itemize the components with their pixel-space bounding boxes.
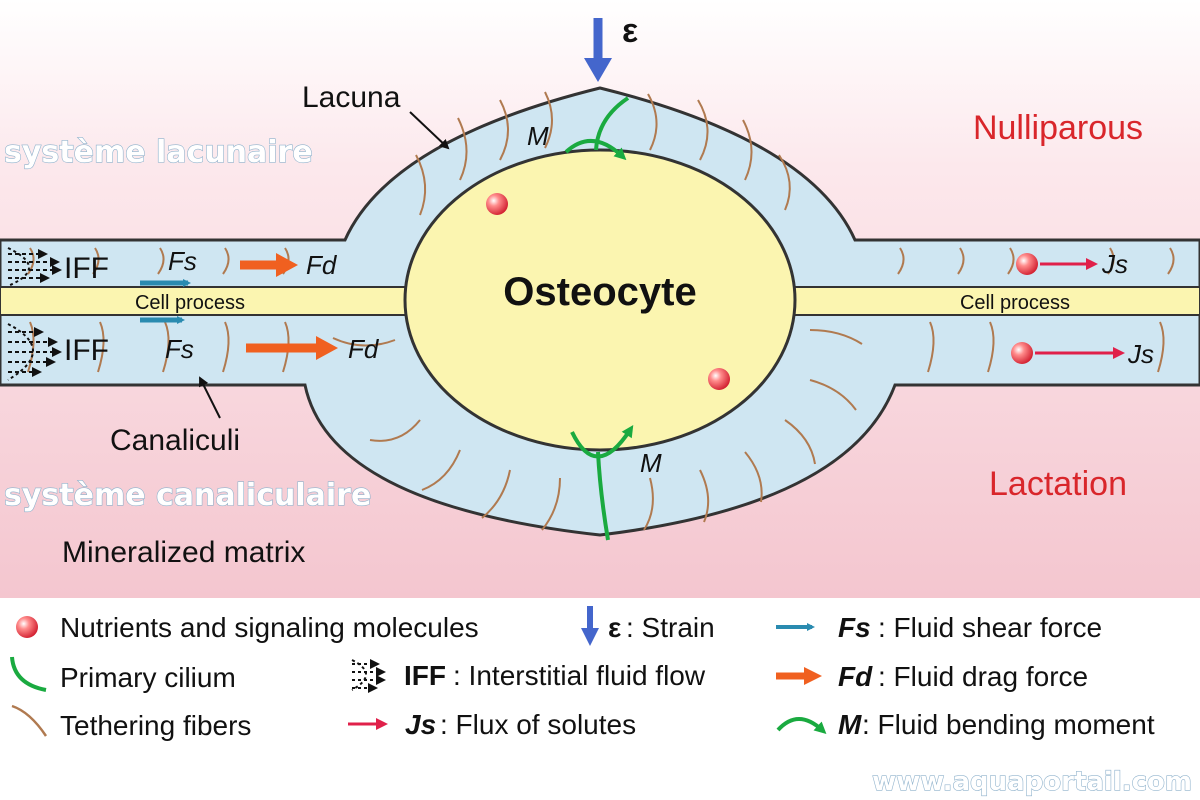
legend-m-key: M xyxy=(838,709,862,740)
nutrient-dot xyxy=(708,368,730,390)
osteocyte-label: Osteocyte xyxy=(503,270,696,314)
iff-bottom-label: IFF xyxy=(64,334,109,367)
legend-iff-icon xyxy=(351,659,386,693)
canalicular-system-overlay: système canaliculaire xyxy=(4,478,371,513)
cell-process-left-label: Cell process xyxy=(135,292,245,314)
legend-cilium: Primary cilium xyxy=(60,662,236,693)
watermark: www.aquaportail.com xyxy=(872,767,1192,797)
primary-cilium-bottom xyxy=(596,451,610,541)
nutrient-dot xyxy=(1011,342,1033,364)
legend-strain-key: ε xyxy=(608,612,621,643)
lacuna-label: Lacuna xyxy=(302,81,401,114)
fs-bottom-label: Fs xyxy=(165,334,194,364)
legend: Nutrients and signaling molecules Primar… xyxy=(10,606,1155,741)
legend-background xyxy=(0,598,1200,800)
cell-process-left xyxy=(0,286,441,316)
strain-symbol: ε xyxy=(622,12,638,50)
canaliculi-pointer xyxy=(199,376,221,419)
fiber-icon xyxy=(11,704,48,737)
legend-strain-arrowhead xyxy=(581,628,599,646)
fs-top-label: Fs xyxy=(168,246,197,276)
cell-process-right-label: Cell process xyxy=(960,292,1070,314)
legend-fs-desc: : Fluid shear force xyxy=(878,612,1102,643)
lacuna-pointer xyxy=(409,111,450,150)
tethering-fibers xyxy=(27,91,1175,531)
js-top-label: Js xyxy=(1101,249,1128,279)
nutrient-dot xyxy=(486,193,508,215)
legend-strain-desc: : Strain xyxy=(626,612,715,643)
js-bottom-label: Js xyxy=(1127,339,1154,369)
legend-iff-key: IFF xyxy=(404,660,446,691)
lactation-label: Lactation xyxy=(989,465,1127,503)
legend-drag-arrowhead xyxy=(804,667,822,685)
primary-cilium-top xyxy=(594,96,630,151)
legend-iff-desc: : Interstitial fluid flow xyxy=(453,660,706,691)
mineralized-matrix-label: Mineralized matrix xyxy=(62,536,305,569)
legend-moment-icon xyxy=(776,717,827,735)
fd-bottom-label: Fd xyxy=(348,334,380,364)
osteocyte-body xyxy=(403,148,797,452)
drag-arrowhead xyxy=(276,253,298,277)
drag-arrowhead xyxy=(316,336,338,360)
nulliparous-label: Nulliparous xyxy=(973,109,1143,147)
lacunar-system-overlay: système lacunaire xyxy=(4,135,313,170)
nutrient-dot-icon xyxy=(16,616,38,638)
legend-nutrients: Nutrients and signaling molecules xyxy=(60,612,479,643)
cilium-icon xyxy=(10,656,47,692)
cell-process-right xyxy=(759,286,1200,316)
iff-top-label: IFF xyxy=(64,252,109,285)
legend-js-desc: : Flux of solutes xyxy=(440,709,636,740)
strain-arrowhead xyxy=(584,58,612,82)
legend-fd-key: Fd xyxy=(838,661,873,692)
bending-moment-bottom xyxy=(570,424,634,459)
bending-moment-top xyxy=(564,138,627,161)
canaliculi-label: Canaliculi xyxy=(110,424,240,457)
legend-m-desc: : Fluid bending moment xyxy=(862,709,1155,740)
fd-top-label: Fd xyxy=(306,250,338,280)
iff-arrows-icon xyxy=(7,247,62,381)
nutrient-dot xyxy=(1016,253,1038,275)
legend-fs-key: Fs xyxy=(838,612,871,643)
moment-top-label: M xyxy=(527,121,549,151)
legend-js-key: Js xyxy=(405,709,436,740)
moment-bottom-label: M xyxy=(640,448,662,478)
legend-fd-desc: : Fluid drag force xyxy=(878,661,1088,692)
legend-fibers: Tethering fibers xyxy=(60,710,251,741)
